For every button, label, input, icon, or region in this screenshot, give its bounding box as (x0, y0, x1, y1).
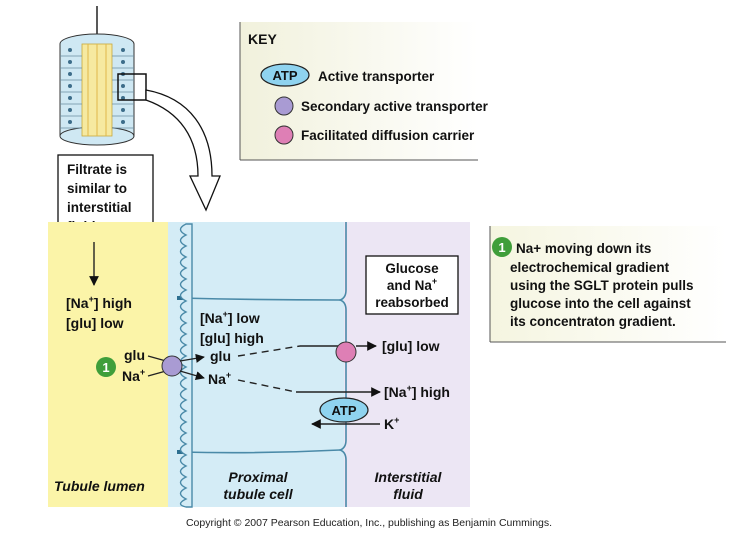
basolateral-membrane (337, 222, 347, 507)
filtrate-line: Filtrate is (67, 162, 127, 177)
atp-key-icon (260, 63, 310, 87)
zoom-arrow (145, 89, 221, 212)
atp-symbol: ATP (331, 403, 356, 418)
facilitated-carrier-icon (274, 125, 294, 145)
glut-carrier (335, 341, 357, 363)
na-k-atpase (319, 397, 369, 423)
reabsorbed-line: Glucose (385, 261, 439, 276)
interstitial-label: Interstitial (375, 469, 443, 485)
cell-junction (179, 449, 341, 454)
callout-line: electrochemical gradient (510, 260, 670, 275)
cell-junction (179, 297, 341, 301)
facilitated-carrier-label: Facilitated diffusion carrier (301, 128, 475, 143)
tubule-cell-region (168, 222, 352, 507)
microvilli-border (179, 223, 193, 508)
active-transporter-label: Active transporter (318, 69, 435, 84)
secondary-transporter-icon (274, 96, 294, 116)
atp-key-symbol: ATP (272, 68, 297, 83)
proximal-cell-label: tubule cell (223, 486, 293, 502)
callout-line: Na+ moving down its (516, 241, 651, 256)
zoom-box (117, 73, 147, 101)
callout-line: using the SGLT protein pulls (510, 278, 694, 293)
lumen-na-high: [Na+] high (66, 294, 132, 311)
lumen-glu: glu (124, 347, 145, 363)
interstitial-glu-low: [glu] low (382, 338, 440, 354)
sglt-transporter (161, 355, 183, 377)
key-title: KEY (248, 31, 277, 47)
callout-line: its concentraton gradient. (510, 314, 676, 329)
cell-na: Na+ (208, 370, 231, 387)
step-badge (96, 357, 116, 377)
compartments (48, 222, 470, 508)
secondary-transporter-label: Secondary active transporter (301, 99, 489, 114)
callout-line: glucose into the cell against (510, 296, 691, 311)
reabsorbed-note: Glucose and Na+ reabsorbed (365, 255, 459, 315)
callout-badge-number: 1 (498, 240, 505, 255)
tubule-lumen-label: Tubule lumen (54, 478, 145, 494)
sglt-transport: 1 glu Na+ glu Na+ (96, 345, 381, 397)
interstitial-na-high: [Na+] high (384, 383, 450, 400)
tubule-illustration (59, 6, 221, 212)
cell-na-low: [Na+] low (200, 309, 260, 326)
callout-panel: 1 Na+ moving down its electrochemical gr… (489, 226, 726, 343)
proximal-cell-label: Proximal (228, 469, 288, 485)
reabsorbed-line: reabsorbed (375, 295, 449, 310)
cell-glu: glu (210, 348, 231, 364)
cell-glu-high: [glu] high (200, 330, 264, 346)
interstitial-label: fluid (393, 486, 423, 502)
step-badge-number: 1 (102, 360, 109, 375)
copyright: Copyright © 2007 Pearson Education, Inc.… (186, 517, 552, 529)
interstitial-k: K+ (384, 415, 399, 432)
key-panel: KEY ATP Active transporter Secondary act… (239, 22, 489, 161)
lumen-glu-low: [glu] low (66, 315, 124, 331)
filtrate-line: interstitial (67, 200, 132, 215)
filtrate-line: similar to (67, 181, 127, 196)
callout-badge (492, 237, 512, 257)
reabsorbed-line: and Na+ (387, 276, 437, 293)
lumen-na: Na+ (122, 367, 145, 384)
